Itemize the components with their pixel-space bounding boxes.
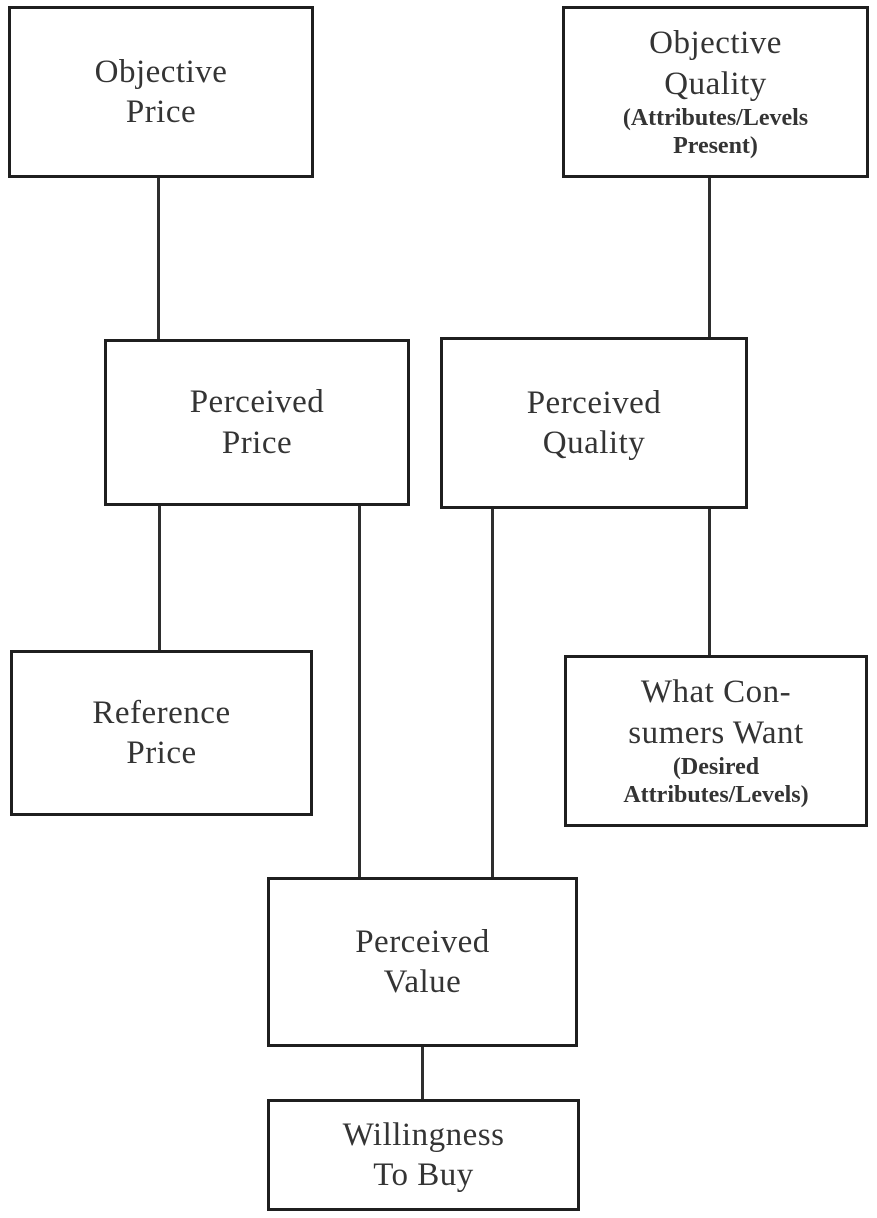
node-perceived-price: Perceived Price <box>104 339 410 506</box>
node-perceived-quality-label: Perceived <box>526 384 662 421</box>
node-objective-price: Objective Price <box>8 6 314 178</box>
node-perceived-quality-label: Quality <box>542 425 646 461</box>
node-objective-quality-label: Quality <box>664 65 767 102</box>
node-objective-price-label: Price <box>125 94 197 130</box>
node-perceived-value-label: Value <box>383 964 462 1000</box>
node-objective-price-label: Objective <box>94 53 228 90</box>
connector-perceived-price-to-reference-price <box>158 504 161 652</box>
connector-perceived-value-to-willingness-to-buy <box>421 1045 424 1101</box>
node-perceived-value: Perceived Value <box>267 877 578 1047</box>
node-objective-quality-sublabel: (Attributes/Levels <box>622 104 809 131</box>
connector-perceived-price-to-perceived-value <box>358 504 361 879</box>
node-what-consumers-want: What Con- sumers Want (Desired Attribute… <box>564 655 868 827</box>
node-what-consumers-want-label: sumers Want <box>628 714 804 751</box>
node-perceived-value-label: Perceived <box>355 923 490 960</box>
connector-perceived-quality-to-what-consumers-want <box>708 507 711 657</box>
connector-perceived-quality-to-perceived-value <box>491 507 494 879</box>
node-willingness-to-buy-label: Willingness <box>342 1116 505 1153</box>
node-what-consumers-want-sublabel: Attributes/Levels) <box>623 782 809 809</box>
node-willingness-to-buy: Willingness To Buy <box>267 1099 580 1211</box>
connector-objective-price-to-perceived-price <box>157 176 160 341</box>
node-willingness-to-buy-label: To Buy <box>373 1157 474 1193</box>
node-objective-quality-label: Objective <box>649 25 782 62</box>
connector-objective-quality-to-perceived-quality <box>708 176 711 339</box>
node-objective-quality: Objective Quality (Attributes/Levels Pre… <box>562 6 869 178</box>
node-perceived-price-label: Perceived <box>189 384 325 421</box>
node-what-consumers-want-label: What Con- <box>640 674 792 711</box>
node-what-consumers-want-sublabel: (Desired <box>672 753 760 780</box>
node-perceived-price-label: Price <box>221 424 293 461</box>
node-objective-quality-sublabel: Present) <box>673 133 758 160</box>
node-reference-price-label: Reference <box>92 694 231 731</box>
node-reference-price-label: Price <box>126 735 197 771</box>
node-reference-price: Reference Price <box>10 650 313 816</box>
node-perceived-quality: Perceived Quality <box>440 337 748 509</box>
